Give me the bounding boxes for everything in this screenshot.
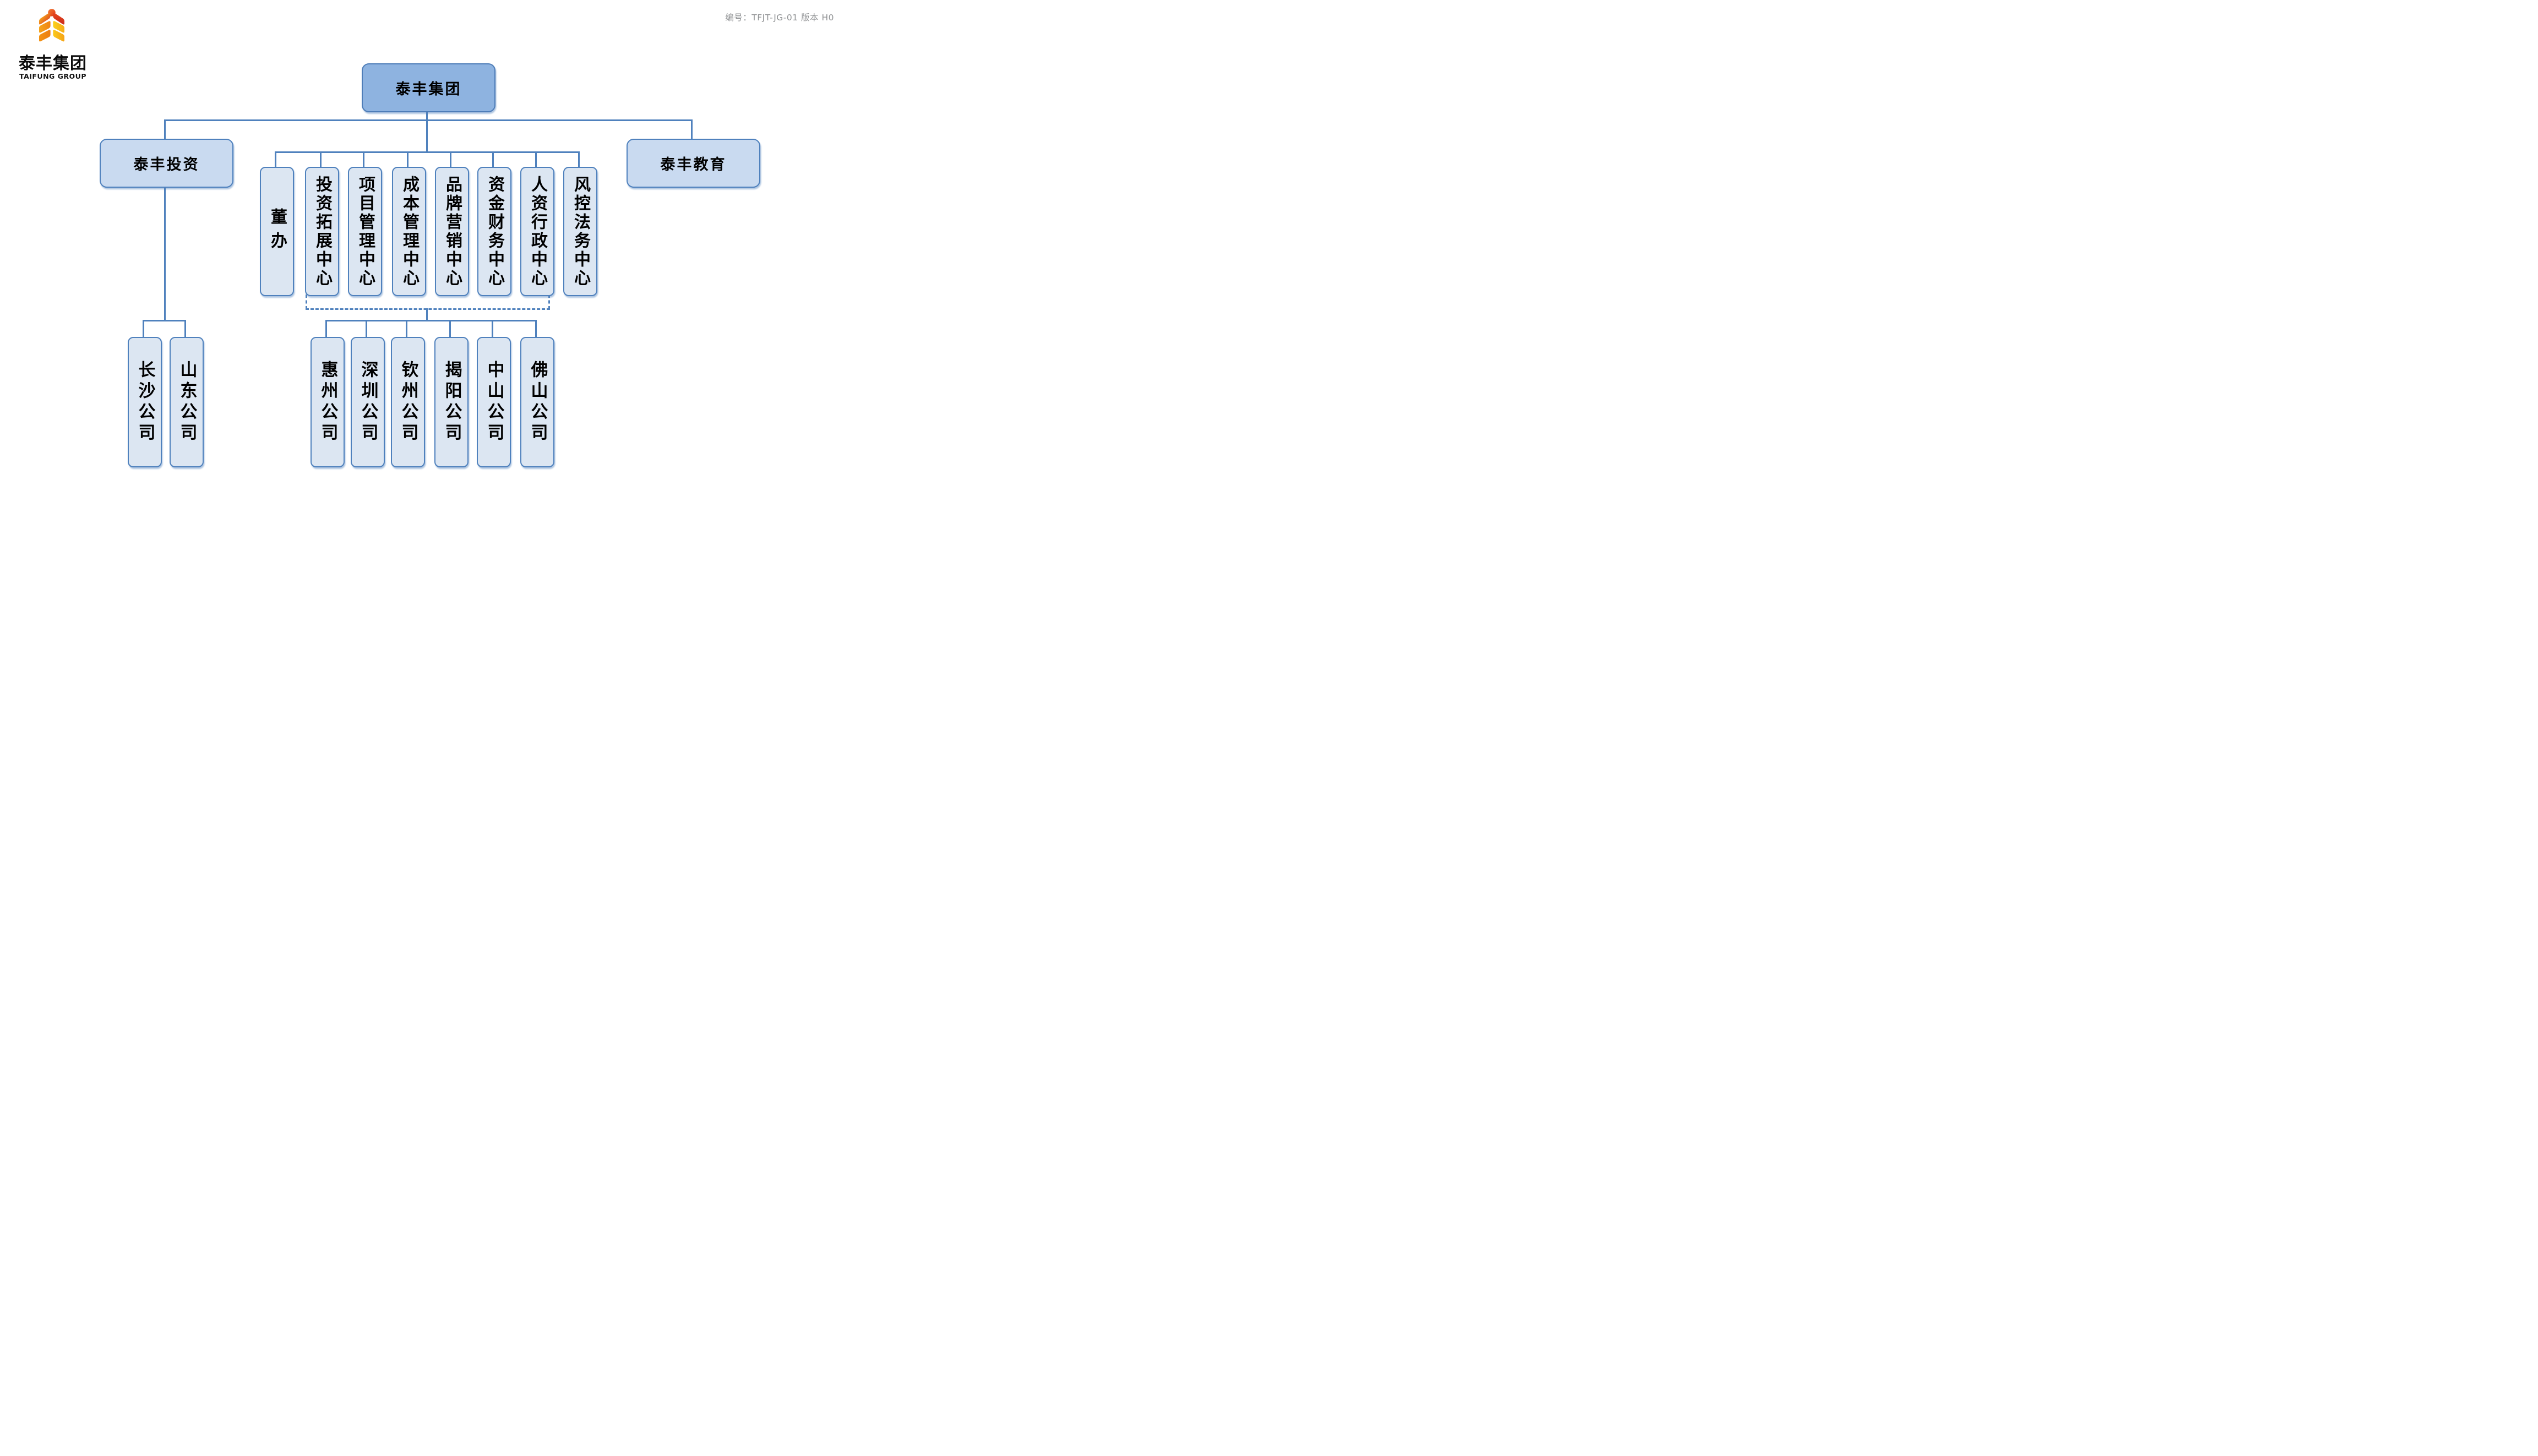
org-node-label: 山东公司 [177, 360, 197, 444]
org-node-label: 揭阳公司 [442, 360, 462, 444]
dashed-connector-left [306, 295, 307, 309]
org-node-label: 董办 [268, 208, 287, 255]
connector-drop-sub-2 [366, 320, 367, 338]
org-node-company-huizhou: 惠州公司 [311, 337, 345, 467]
connector-level1-bar [164, 119, 693, 121]
connector-drop-shandong [184, 320, 186, 338]
connector-drop-education [691, 119, 693, 140]
org-node-label: 深圳公司 [358, 360, 378, 444]
dashed-connector-bar [306, 308, 550, 310]
document-code: 编号：TFJT-JG-01 版本 H0 [725, 13, 834, 23]
connector-drop-dept-2 [320, 151, 322, 168]
org-node-company-shandong: 山东公司 [170, 337, 204, 467]
org-node-dept-cost-management: 成本管理中心 [392, 167, 426, 296]
connector-drop-dept-7 [535, 151, 537, 168]
org-node-dept-dongban: 董办 [260, 167, 294, 296]
org-node-education: 泰丰教育 [627, 139, 760, 188]
connector-drop-dept-4 [407, 151, 409, 168]
dashed-connector-right [548, 295, 550, 309]
logo-title: 泰丰集团 [19, 54, 87, 73]
connector-drop-sub-4 [449, 320, 451, 338]
connector-subsidiaries-stem [426, 308, 428, 321]
connector-drop-dept-6 [492, 151, 494, 168]
org-node-dept-brand-marketing: 品牌营销中心 [435, 167, 469, 296]
org-node-company-changsha: 长沙公司 [128, 337, 162, 467]
connector-drop-sub-3 [406, 320, 407, 338]
org-node-company-foshan: 佛山公司 [520, 337, 554, 467]
org-node-label: 项目管理中心 [356, 175, 375, 288]
connector-root-stem [426, 109, 428, 153]
org-node-dept-risk-legal: 风控法务中心 [563, 167, 597, 296]
connector-drop-sub-5 [492, 320, 493, 338]
org-node-label: 资金财务中心 [485, 175, 504, 288]
org-node-dept-hr-admin: 人资行政中心 [520, 167, 554, 296]
org-node-dept-project-management: 项目管理中心 [348, 167, 382, 296]
connector-invest-children-bar [143, 320, 186, 321]
org-node-label: 泰丰教育 [660, 156, 727, 173]
org-node-company-zhongshan: 中山公司 [477, 337, 511, 467]
org-node-label: 佛山公司 [527, 360, 548, 444]
org-chart-page: 泰丰集团 TAIFUNG GROUP 编号：TFJT-JG-01 版本 H0 泰… [0, 0, 846, 486]
org-node-label: 钦州公司 [398, 360, 418, 444]
connector-level2-bar [275, 151, 580, 153]
connector-drop-sub-6 [535, 320, 537, 338]
taifung-wheat-logo-icon [39, 9, 65, 42]
org-node-label: 长沙公司 [135, 360, 155, 444]
org-node-root: 泰丰集团 [362, 63, 495, 112]
org-node-label: 中山公司 [484, 360, 504, 444]
connector-drop-changsha [143, 320, 144, 338]
connector-drop-invest [164, 119, 166, 140]
org-node-label: 品牌营销中心 [443, 175, 462, 288]
org-node-company-jieyang: 揭阳公司 [434, 337, 469, 467]
org-node-label: 风控法务中心 [571, 175, 590, 288]
connector-drop-dept-3 [363, 151, 364, 168]
connector-invest-stem [164, 184, 166, 321]
org-node-dept-investment-expansion: 投资拓展中心 [305, 167, 339, 296]
org-node-label: 成本管理中心 [400, 175, 419, 288]
org-node-label: 投资拓展中心 [313, 175, 332, 288]
connector-drop-sub-1 [325, 320, 327, 338]
connector-drop-dept-8 [578, 151, 580, 168]
org-node-dept-finance: 资金财务中心 [477, 167, 511, 296]
org-node-invest: 泰丰投资 [100, 139, 233, 188]
logo-subtitle: TAIFUNG GROUP [19, 72, 86, 80]
connector-drop-dept-5 [450, 151, 451, 168]
org-node-label: 惠州公司 [318, 360, 338, 444]
org-node-label: 泰丰集团 [395, 81, 462, 98]
org-node-label: 泰丰投资 [133, 156, 200, 173]
connector-level3-bar [325, 320, 537, 321]
org-node-label: 人资行政中心 [528, 175, 547, 288]
org-node-company-qinzhou: 钦州公司 [391, 337, 425, 467]
connector-drop-dept-1 [275, 151, 276, 168]
org-node-company-shenzhen: 深圳公司 [351, 337, 385, 467]
